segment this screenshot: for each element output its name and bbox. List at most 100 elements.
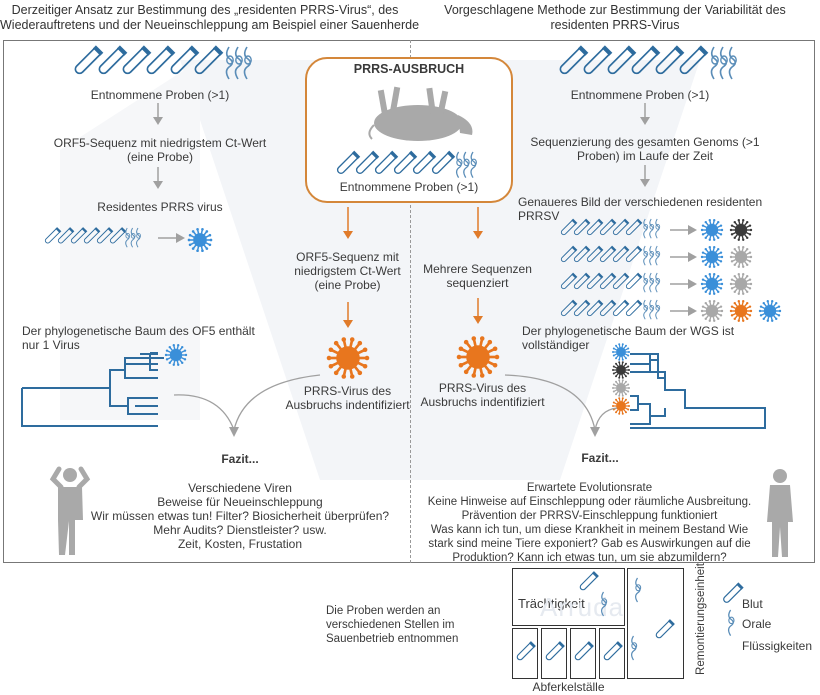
blood-tube-icon <box>393 150 418 174</box>
blood-tube-icon <box>655 619 675 639</box>
left-orf5-line2: (eine Probe) <box>126 150 194 164</box>
right-wgs-text: Sequenzierung des gesamten Genoms (>1 Pr… <box>500 135 790 163</box>
virus-gray-icon <box>729 246 753 268</box>
arrow-down-icon <box>153 103 163 125</box>
sample-row <box>560 299 782 322</box>
right-conclusion-line: Keine Hinweise auf Einschleppung oder rä… <box>427 496 752 508</box>
blood-tube-icon <box>573 299 591 317</box>
blood-tube-icon <box>603 641 623 661</box>
left-orf5-line1: ORF5-Sequenz mit niedrigstem Ct-Wert <box>53 136 267 150</box>
blood-tube-icon <box>625 299 643 317</box>
left-conclusion-line: Verschiedene Viren <box>188 481 292 495</box>
blood-tube-icon <box>374 150 399 174</box>
replacement-area <box>627 568 684 679</box>
blood-tube-icon <box>98 45 128 75</box>
farm-description: Die Proben werden an verschiedenen Stell… <box>326 604 458 646</box>
arrow-down-orange-icon <box>343 207 353 239</box>
right-samples-icons <box>559 45 737 80</box>
virus-gray-icon <box>729 273 753 295</box>
oral-fluid-rope-icon <box>655 218 661 239</box>
virus-blue-icon <box>164 344 188 366</box>
sample-row <box>560 272 753 295</box>
legend-blood: Blut <box>742 597 763 611</box>
sample-row <box>560 245 753 268</box>
gestation-label: Trächtigkeit <box>518 596 585 611</box>
blood-tube-icon <box>559 45 589 75</box>
oral-fluid-rope-icon <box>601 591 608 617</box>
oral-fluid-rope-icon <box>136 227 141 248</box>
left-resident-label: Residentes PRRS virus <box>97 200 223 214</box>
center-right-line2: sequenziert <box>446 276 509 290</box>
blood-tube-icon <box>612 218 630 236</box>
main-frame <box>3 40 815 563</box>
center-left-line3: (eine Probe) <box>314 278 381 292</box>
virus-blue-icon <box>187 227 213 253</box>
legend-fluids: Flüssigkeiten <box>742 639 813 653</box>
oral-fluid-rope-icon <box>234 46 243 80</box>
arrow-right-icon <box>670 225 697 235</box>
right-tree-text: Der phylogenetische Baum der WGS ist vol… <box>522 324 734 352</box>
blood-tube-icon <box>586 272 604 290</box>
blood-tube-icon <box>599 272 617 290</box>
virus-orange-icon <box>729 300 753 322</box>
blood-tube-icon <box>625 245 643 263</box>
blood-tube-icon <box>109 227 127 244</box>
virus-blue-icon <box>187 227 213 253</box>
arrow-down-orange-icon <box>473 207 483 239</box>
left-conclusion-line: Wir müssen etwas tun! Filter? Biosicherh… <box>90 509 390 523</box>
farrowing-pen <box>541 628 567 679</box>
blood-tube-icon <box>516 641 536 661</box>
virus-blue-icon <box>700 219 724 241</box>
blood-tube-icon <box>612 299 630 317</box>
virus-orange-icon <box>456 336 500 378</box>
center-right-virus-text: PRRS-Virus des Ausbruchs indentifiziert <box>420 381 545 409</box>
oral-fluid-rope-icon <box>631 635 638 661</box>
left-header-line1: Derzeitiger Ansatz zur Bestimmung des „r… <box>11 3 399 17</box>
farm-description-line: verschiedenen Stellen im <box>326 619 455 631</box>
right-samples-label: Entnommene Proben (>1) <box>570 88 710 102</box>
dead-pig-icon <box>368 86 473 141</box>
center-right-virus-line2: Ausbruchs indentifiziert <box>420 395 545 409</box>
center-right-branch-text: Mehrere Sequenzen sequenziert <box>415 262 540 290</box>
right-tree-line2: vollständiger <box>522 338 590 352</box>
virus-blue-icon <box>700 246 724 268</box>
blood-tube-icon <box>574 641 594 661</box>
tree-leaf-virus-gray-icon <box>612 379 630 397</box>
right-conclusion-line: stark sind meine Tiere exponiert? Gab es… <box>428 538 751 550</box>
right-conclusion-line: Prävention der PRRSV-Einschleppung funkt… <box>461 510 718 522</box>
blood-tube-icon <box>655 619 675 639</box>
oral-fluid-rope-icon <box>463 151 470 178</box>
legend-oral: Orale <box>742 617 772 631</box>
oral-fluid-rope-icon <box>635 577 642 603</box>
oral-fluid-rope-icon <box>470 151 477 178</box>
oral-fluid-rope-icon <box>655 299 661 320</box>
blood-tube-icon <box>679 45 709 75</box>
left-conclusion-text: Verschiedene Viren Beweise für Neueinsch… <box>60 481 420 551</box>
farm-description-line: Sauenbetrieb entnommen <box>326 633 459 645</box>
oral-fluid-rope-icon <box>455 151 463 178</box>
oral-fluid-rope-icon <box>655 272 661 293</box>
virus-blue-icon <box>164 344 188 366</box>
left-tree-line2: nur 1 Virus <box>22 338 80 352</box>
left-conclusion-line: Beweise für Neueinschleppung <box>157 495 323 509</box>
blood-tube-icon <box>355 150 380 174</box>
left-samples-icons <box>74 45 252 80</box>
virus-dark-icon <box>612 361 630 379</box>
center-right-line1: Mehrere Sequenzen <box>423 262 532 276</box>
arrow-down-orange-icon <box>473 298 483 324</box>
right-header: Vorgeschlagene Methode zur Bestimmung de… <box>410 3 820 33</box>
arrow-right-icon <box>670 306 697 316</box>
blood-tube-icon <box>44 227 62 244</box>
right-header-line2: residenten PRRS-Virus <box>550 18 680 32</box>
oral-fluid-rope-icon <box>719 46 728 80</box>
right-tree-line1: Der phylogenetische Baum der WGS ist <box>522 324 735 338</box>
blood-tube-icon <box>70 227 88 244</box>
virus-gray-icon <box>700 300 724 322</box>
oral-fluid-rope-icon <box>130 227 136 248</box>
blood-tube-icon <box>194 45 224 75</box>
blood-tube-icon <box>586 245 604 263</box>
farrowing-pen <box>570 628 596 679</box>
blood-tube-icon <box>723 582 744 603</box>
right-wgs-line1: Sequenzierung des gesamten Genoms (>1 <box>530 135 760 149</box>
blood-tube-icon <box>607 45 637 75</box>
